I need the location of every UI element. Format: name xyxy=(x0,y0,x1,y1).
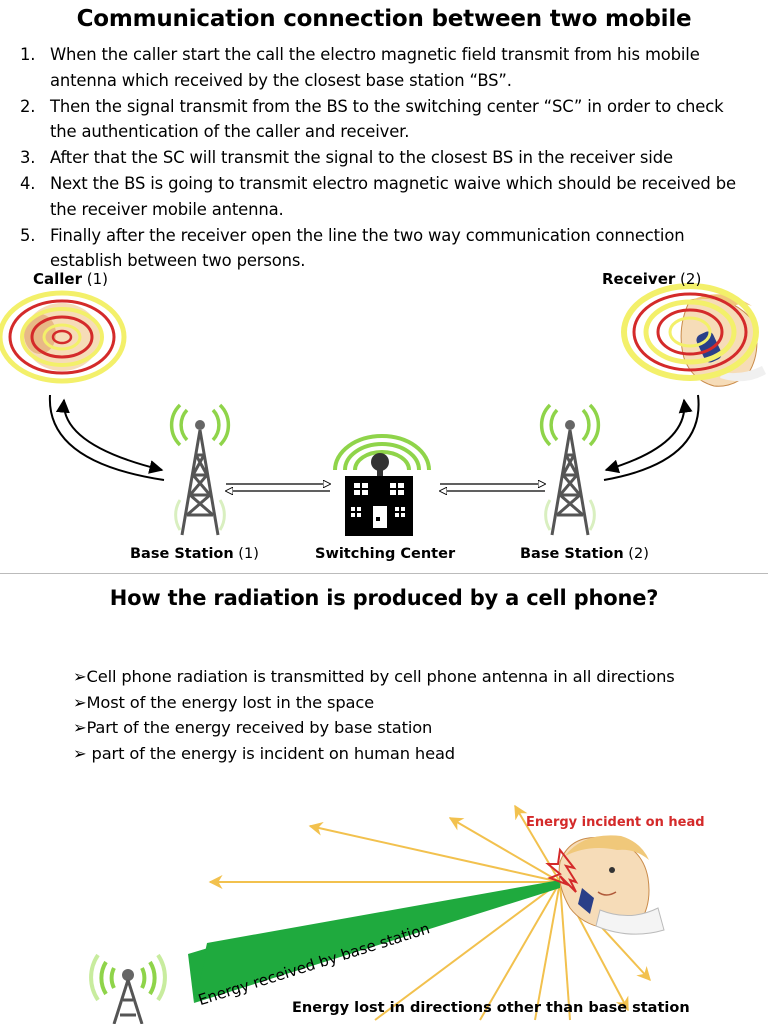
base-station-1-label: Base Station (1) xyxy=(130,546,259,562)
switching-center-label-text: Switching Center xyxy=(315,546,456,562)
step-item: 2. Then the signal transmit from the BS t… xyxy=(14,94,754,146)
receiver-link-arrows xyxy=(603,394,700,481)
step-item: 3. After that the SC will transmit the si… xyxy=(14,145,754,171)
bullet-arrow-icon: ➢ xyxy=(73,743,87,763)
sc-bs2-arrows xyxy=(440,484,545,491)
bullet-text: Part of the energy received by base stat… xyxy=(86,718,433,738)
switching-center-building-icon xyxy=(333,434,431,536)
caller-link-arrows xyxy=(48,394,165,481)
bullet-item: ➢Most of the energy lost in the space xyxy=(73,690,693,716)
base-station-2-label-number: (2) xyxy=(623,546,649,562)
switching-center-label: Switching Center xyxy=(315,546,455,562)
bullet-item: ➢Cell phone radiation is transmitted by … xyxy=(73,664,693,690)
radiation-heading: How the radiation is produced by a cell … xyxy=(109,586,659,610)
bottom-base-station-tower-icon xyxy=(89,953,167,1024)
base-station-1-label-number: (1) xyxy=(233,546,259,562)
radiation-rays xyxy=(208,804,651,1021)
bullet-text: part of the energy is incident on human … xyxy=(86,743,456,763)
caller-phone-icon xyxy=(0,290,127,384)
energy-head-label: Energy incident on head xyxy=(526,815,705,830)
page-title: Communication connection between two mob… xyxy=(76,6,692,32)
step-number: 2. xyxy=(20,96,36,116)
bullet-item: ➢ part of the energy is incident on huma… xyxy=(73,741,693,767)
radiation-bullets: ➢Cell phone radiation is transmitted by … xyxy=(73,664,693,766)
receiver-label-text: Receiver xyxy=(602,270,676,288)
step-number: 1. xyxy=(20,45,36,64)
step-text: After that the SC will transmit the sign… xyxy=(50,148,673,168)
step-number: 4. xyxy=(20,173,36,193)
bullet-arrow-icon: ➢ xyxy=(73,718,87,738)
energy-lost-label: Energy lost in directions other than bas… xyxy=(292,1000,690,1016)
caller-label-number: (1) xyxy=(81,270,108,288)
receiver-label-number: (2) xyxy=(675,270,702,288)
receiver-phone-icon xyxy=(621,283,766,387)
step-item: 4. Next the BS is going to transmit elect… xyxy=(14,171,754,223)
caller-label: Caller (1) xyxy=(33,270,108,288)
step-text: When the caller start the call the elect… xyxy=(50,45,700,90)
step-number: 5. xyxy=(20,225,36,245)
bullet-arrow-icon: ➢ xyxy=(73,667,87,686)
steps-list: 1. When the caller start the call the ele… xyxy=(14,42,754,274)
receiver-label: Receiver (2) xyxy=(602,270,701,288)
bullet-text: Cell phone radiation is transmitted by c… xyxy=(86,667,675,686)
base-station-2-label-text: Base Station xyxy=(520,546,624,562)
step-text: Then the signal transmit from the BS to … xyxy=(50,96,724,142)
bullet-arrow-icon: ➢ xyxy=(73,692,87,712)
step-text: Finally after the receiver open the line… xyxy=(50,225,685,271)
base-station-2-tower-icon xyxy=(539,403,601,536)
step-text: Next the BS is going to transmit electro… xyxy=(50,173,736,219)
base-station-2-label: Base Station (2) xyxy=(520,546,649,562)
bullet-text: Most of the energy lost in the space xyxy=(86,692,375,712)
step-number: 3. xyxy=(20,148,36,168)
base-station-1-label-text: Base Station xyxy=(130,546,234,562)
human-head-icon xyxy=(545,835,665,935)
bs1-sc-arrows xyxy=(226,484,330,491)
step-item: 5. Finally after the receiver open the li… xyxy=(14,223,754,275)
bullet-item: ➢Part of the energy received by base sta… xyxy=(73,715,693,741)
base-station-1-tower-icon xyxy=(169,403,231,536)
step-item: 1. When the caller start the call the ele… xyxy=(14,42,754,94)
section-divider xyxy=(0,573,768,574)
caller-label-text: Caller xyxy=(33,270,82,288)
energy-beam-to-base-station xyxy=(194,880,560,1003)
